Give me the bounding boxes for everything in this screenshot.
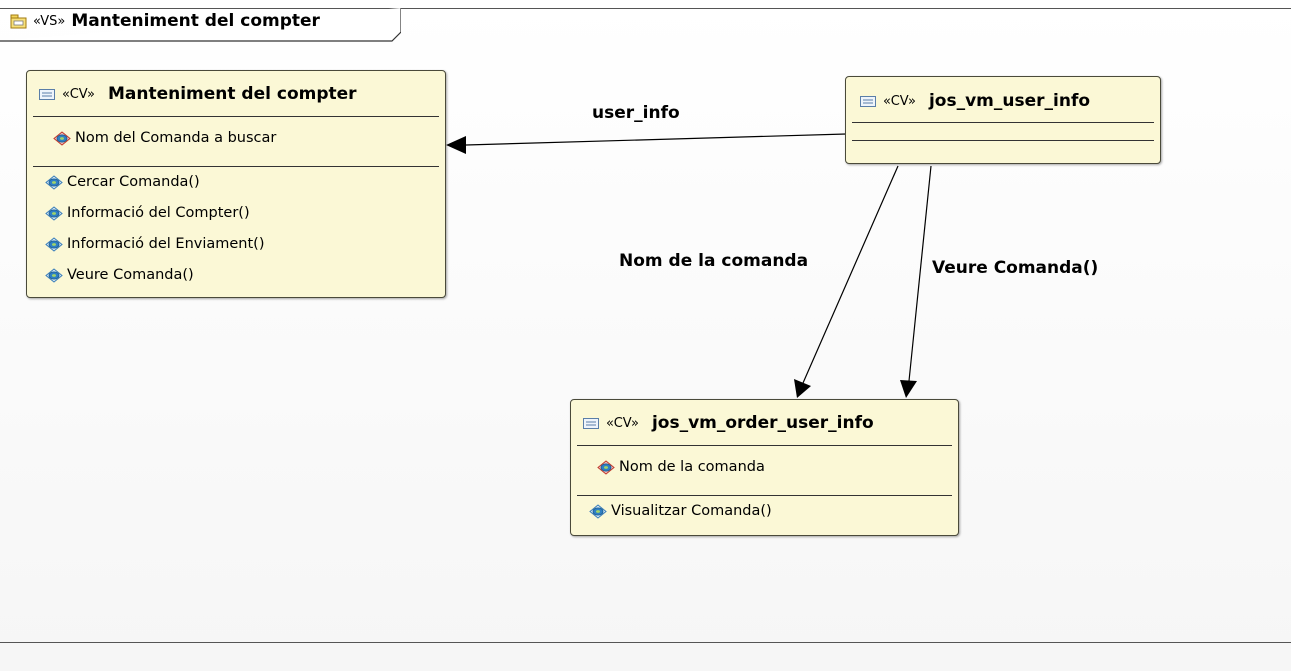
class-separator [577, 445, 952, 446]
operation-label: Cercar Comanda() [67, 174, 200, 190]
class-name: jos_vm_order_user_info [651, 413, 874, 433]
operation-row[interactable]: Informació del Enviament() [45, 236, 265, 252]
operation-label: Visualitzar Comanda() [611, 503, 772, 519]
class-jos-vm-order-user-info[interactable]: «CV» jos_vm_order_user_info Nom de la co… [570, 399, 959, 536]
connector-user-info-arrowhead [446, 136, 466, 154]
class-icon [39, 88, 55, 100]
package-icon [10, 14, 27, 28]
operation-icon [45, 267, 63, 283]
class-header: «CV» jos_vm_user_info [860, 91, 1090, 111]
frame-title[interactable]: «VS» Manteniment del compter [10, 10, 320, 32]
connector-user-info-line [465, 133, 847, 146]
class-icon [860, 95, 876, 107]
attribute-row[interactable]: Nom del Comanda a buscar [53, 130, 276, 146]
class-header: «CV» Manteniment del compter [39, 84, 357, 104]
class-manteniment-del-compter[interactable]: «CV» Manteniment del compter Nom del Com… [26, 70, 446, 298]
frame-name: Manteniment del compter [71, 11, 320, 31]
frame-stereotype: «VS» [33, 13, 66, 29]
operation-label: Veure Comanda() [67, 267, 194, 283]
class-jos-vm-user-info[interactable]: «CV» jos_vm_user_info [845, 76, 1161, 164]
operation-row[interactable]: Veure Comanda() [45, 267, 194, 283]
connector-veure-comanda-arrowhead [900, 380, 917, 398]
attribute-icon [597, 459, 615, 475]
operation-row[interactable]: Cercar Comanda() [45, 174, 200, 190]
class-name: Manteniment del compter [107, 84, 357, 104]
attribute-label: Nom de la comanda [619, 459, 765, 475]
operation-label: Informació del Enviament() [67, 236, 265, 252]
class-name: jos_vm_user_info [928, 91, 1091, 111]
class-icon [583, 417, 599, 429]
connector-nom-comanda-line [802, 165, 899, 384]
class-separator [33, 166, 439, 167]
attribute-icon [53, 130, 71, 146]
class-header: «CV» jos_vm_order_user_info [583, 413, 874, 433]
operation-icon [45, 174, 63, 190]
frame-tab [0, 8, 401, 42]
operation-row[interactable]: Informació del Compter() [45, 205, 250, 221]
class-stereotype: «CV» [62, 86, 95, 102]
class-separator [852, 140, 1154, 141]
connector-user-info-label[interactable]: user_info [592, 103, 680, 123]
operation-row[interactable]: Visualitzar Comanda() [589, 503, 772, 519]
connector-nom-comanda-label[interactable]: Nom de la comanda [619, 251, 809, 271]
class-separator [33, 116, 439, 117]
class-stereotype: «CV» [606, 415, 639, 431]
connector-veure-comanda-line [908, 165, 932, 382]
operation-icon [589, 503, 607, 519]
connector-veure-comanda-label[interactable]: Veure Comanda() [932, 258, 1099, 278]
class-separator [852, 122, 1154, 123]
class-stereotype: «CV» [883, 93, 916, 109]
attribute-label: Nom del Comanda a buscar [75, 130, 277, 146]
frame-bottom-border [0, 642, 1291, 643]
frame-top-border [0, 8, 1291, 9]
class-separator [577, 495, 952, 496]
operation-label: Informació del Compter() [67, 205, 250, 221]
attribute-row[interactable]: Nom de la comanda [597, 459, 765, 475]
operation-icon [45, 205, 63, 221]
connector-nom-comanda-arrowhead [794, 379, 811, 398]
operation-icon [45, 236, 63, 252]
